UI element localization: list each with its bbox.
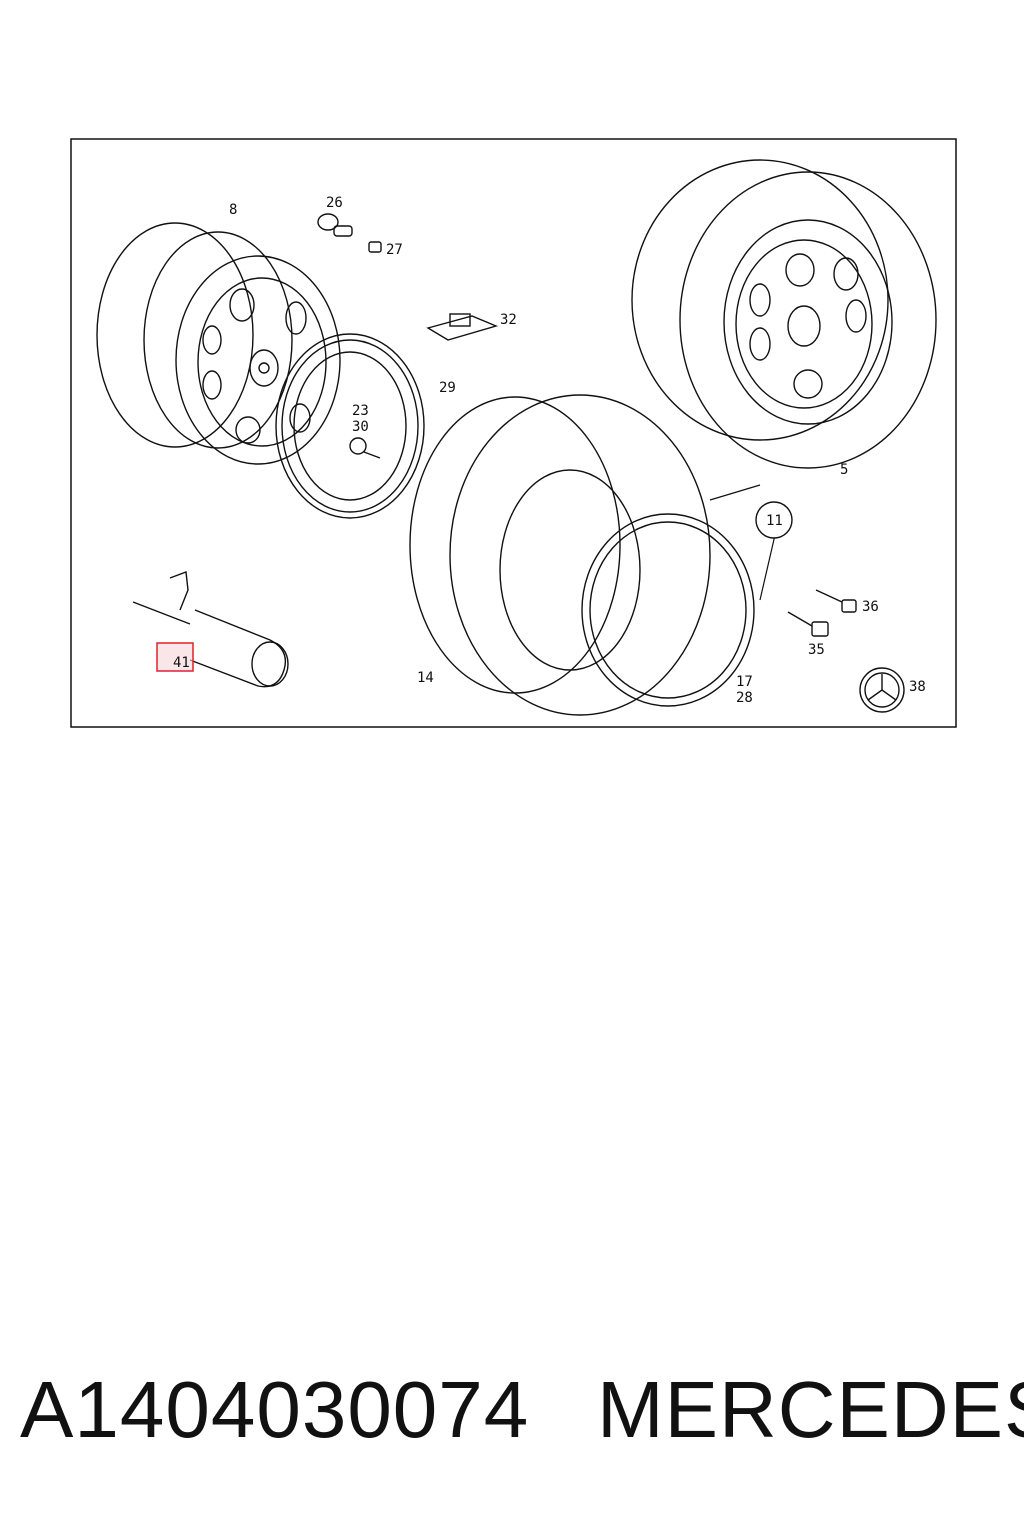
callout-circle-11 bbox=[755, 501, 793, 539]
callout-17: 17 bbox=[736, 674, 753, 690]
callout-41: 41 bbox=[173, 655, 190, 671]
callout-27: 27 bbox=[386, 242, 403, 258]
callout-35: 35 bbox=[808, 642, 825, 658]
lug-bolt-36 bbox=[815, 589, 857, 613]
trim-ring bbox=[275, 333, 425, 519]
wheel-bolt-center bbox=[349, 437, 381, 459]
part-number: A1404030074 bbox=[20, 1365, 530, 1454]
callout-26: 26 bbox=[326, 195, 343, 211]
callout-32: 32 bbox=[500, 312, 517, 328]
brand-name: MERCEDES bbox=[597, 1365, 1024, 1454]
lug-bolt-35 bbox=[787, 611, 829, 637]
tire-center bbox=[409, 394, 711, 716]
valve-cap bbox=[368, 241, 382, 253]
callout-23: 23 bbox=[352, 403, 369, 419]
callout-36: 36 bbox=[862, 599, 879, 615]
leader-lines bbox=[709, 484, 776, 601]
callout-30: 30 bbox=[352, 419, 369, 435]
highlight-box bbox=[156, 642, 194, 672]
mounting-tool bbox=[132, 571, 289, 688]
callout-28: 28 bbox=[736, 690, 753, 706]
valve-stem bbox=[317, 213, 353, 237]
alloy-wheel-left bbox=[96, 222, 341, 465]
callout-11: 11 bbox=[766, 513, 783, 529]
tire-wheel-right bbox=[631, 159, 937, 469]
balance-weight bbox=[426, 313, 499, 341]
callout-38: 38 bbox=[909, 679, 926, 695]
callout-5: 5 bbox=[840, 462, 848, 478]
callout-14: 14 bbox=[417, 670, 434, 686]
hub-cap-star bbox=[859, 667, 905, 713]
diagram-frame bbox=[70, 138, 957, 728]
rim-band bbox=[581, 513, 755, 707]
parts-diagram: 8 26 27 32 29 23 30 11 5 36 35 38 14 17 … bbox=[70, 138, 957, 728]
callout-29: 29 bbox=[439, 380, 456, 396]
callout-8: 8 bbox=[229, 202, 237, 218]
